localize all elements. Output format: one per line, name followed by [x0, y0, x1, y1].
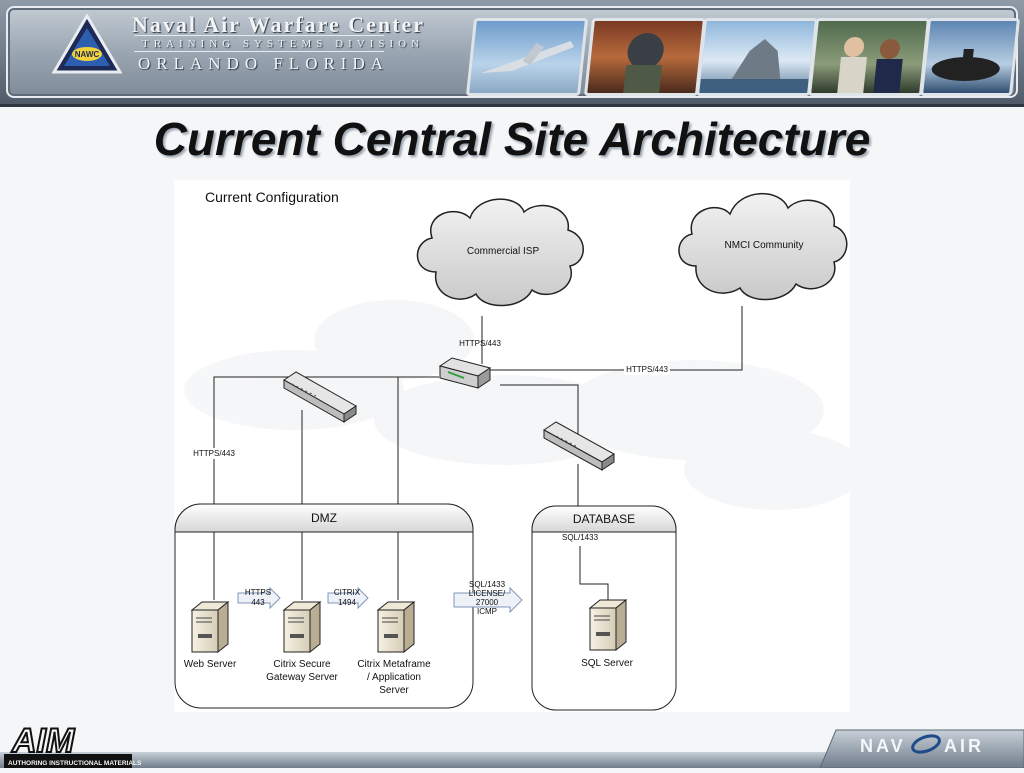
header-divider	[134, 51, 384, 52]
web-server-icon	[190, 600, 230, 654]
org-name: Naval Air Warfare Center	[132, 12, 426, 37]
https-flow-label-line2: 443	[251, 598, 265, 607]
database-flow-label-line1: SQL/1433	[469, 580, 506, 589]
web-link-label-bg	[192, 448, 236, 459]
web-link-label: HTTPS/443	[193, 449, 235, 458]
header-divider	[134, 35, 384, 36]
https-flow-arrow-icon	[237, 586, 281, 610]
metaframe-server-label-line1: Citrix Metaframe	[357, 659, 431, 670]
footer-bar: AIM AUTHORING INSTRUCTIONAL MATERIALS NA…	[0, 718, 1024, 769]
commercial-isp-label: Commercial ISP	[467, 246, 540, 257]
sql-server-label: SQL Server	[581, 658, 634, 669]
navair-badge-frame	[819, 729, 1024, 769]
footer-band	[0, 752, 1024, 768]
navair-logo-icon: NAV AIR	[860, 734, 984, 756]
crew-photo-image	[807, 18, 931, 96]
gateway-server-label-line2: Gateway Server	[266, 672, 338, 683]
network-connections	[213, 306, 743, 600]
background-cloud-watermark	[184, 300, 850, 510]
aim-logo-subtext: AUTHORING INSTRUCTIONAL MATERIALS	[8, 760, 142, 767]
diagram-caption: Current Configuration	[205, 189, 339, 205]
sql-server-icon	[588, 598, 628, 652]
web-server-label: Web Server	[184, 659, 237, 670]
navair-logo-left: NAV	[860, 736, 906, 756]
database-flow-label-line2: LICENSE/	[469, 589, 506, 598]
dmz-zone-label: DMZ	[311, 511, 337, 525]
nmci-community-cloud-icon	[678, 193, 848, 301]
header-banner: NAWC Naval Air Warfare Center TRAINING S…	[0, 0, 1024, 107]
citrix-flow-label-line2: 1494	[338, 598, 356, 607]
navair-logo-right: AIR	[944, 736, 984, 756]
citrix-gateway-server-icon	[282, 600, 322, 654]
database-switch-icon	[543, 421, 615, 471]
https-flow-label-line1: HTTPS	[245, 588, 271, 597]
isp-link-label: HTTPS/443	[459, 339, 501, 348]
citrix-flow-label-line1: CITRIX	[334, 588, 361, 597]
org-location: ORLANDO FLORIDA	[138, 54, 390, 73]
nawc-logo-icon: NAWC	[52, 14, 122, 74]
nawc-logo-text: NAWC	[75, 50, 100, 59]
citrix-flow-arrow-icon	[327, 586, 369, 610]
pilot-photo-image	[583, 18, 707, 96]
nmci-link-label: HTTPS/443	[626, 365, 668, 374]
jet-photo-image	[465, 18, 589, 96]
nmci-link-label-bg	[624, 364, 670, 375]
slide-title: Current Central Site Architecture	[153, 113, 871, 165]
org-division: TRAINING SYSTEMS DIVISION	[142, 38, 425, 50]
citrix-metaframe-server-icon	[376, 600, 416, 654]
ship-photo-image	[695, 18, 819, 96]
gateway-server-label-line1: Citrix Secure	[273, 659, 331, 670]
architecture-diagram: Current Configuration Commercial ISP	[174, 180, 850, 712]
database-zone	[531, 505, 677, 711]
aim-logo-icon: AIM AUTHORING INSTRUCTIONAL MATERIALS	[4, 721, 142, 768]
database-flow-label-line3: 27000	[476, 598, 499, 607]
database-flow-arrow-icon	[453, 586, 523, 614]
aim-logo-text: AIM	[11, 722, 75, 760]
nmci-community-label: NMCI Community	[725, 240, 804, 251]
router-icon	[438, 357, 492, 389]
dmz-switch-icon	[283, 371, 357, 423]
metaframe-server-label-line2: / Application	[367, 672, 421, 683]
database-flow-label-line4: ICMP	[477, 607, 497, 616]
commercial-isp-cloud-icon	[416, 198, 584, 307]
sql-link-label: SQL/1433	[562, 533, 599, 542]
database-zone-label: DATABASE	[573, 512, 635, 526]
submarine-photo-image	[919, 18, 1021, 96]
metaframe-server-label-line3: Server	[379, 685, 409, 696]
